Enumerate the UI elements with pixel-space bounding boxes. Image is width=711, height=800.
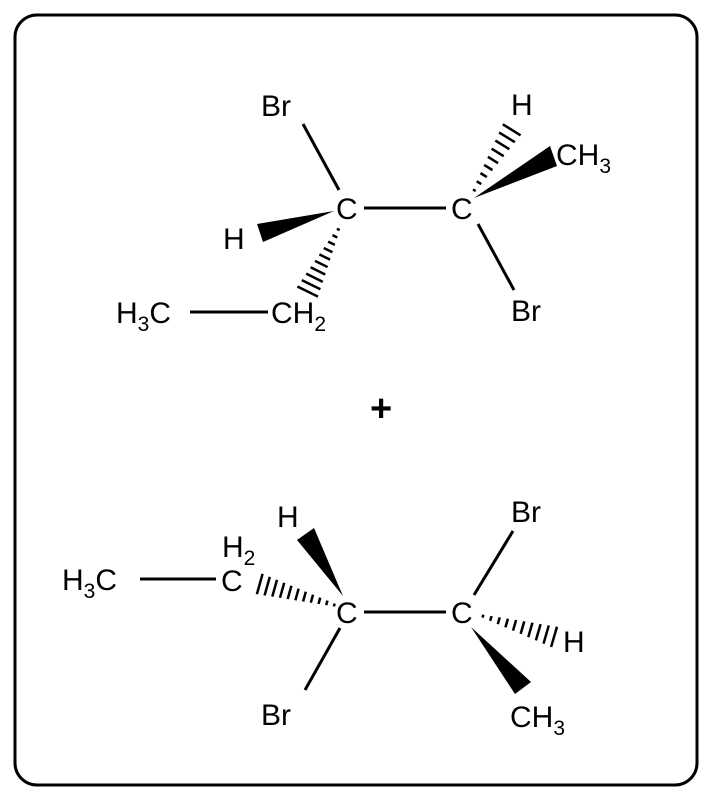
hash-line (301, 278, 321, 291)
hash-line (549, 626, 559, 648)
hash-line (542, 625, 551, 645)
wedge-c4-ch3 (471, 627, 531, 694)
hash-line (255, 573, 264, 595)
atom-c-ch2: C (221, 565, 243, 598)
group-h3c: H3C (62, 564, 117, 603)
hash-line (294, 588, 300, 601)
wedge-c2-ch3 (474, 146, 557, 198)
hash-line (476, 180, 482, 186)
hash-line (301, 591, 308, 602)
hash-line (472, 188, 477, 193)
hash-line (327, 240, 336, 247)
group-h3c: H3C (116, 297, 171, 336)
hash-line (331, 234, 338, 239)
group-ch3: CH3 (556, 139, 611, 178)
atom-br: Br (511, 496, 541, 529)
atom-br: Br (511, 295, 541, 328)
atom-c1: C (336, 193, 358, 226)
hash-line (324, 600, 329, 606)
atom-h: H (223, 223, 245, 256)
hash-line (534, 623, 542, 641)
frame-border (13, 13, 699, 787)
hash-line (488, 615, 493, 622)
hash-line (496, 617, 501, 625)
hash-line (332, 603, 336, 607)
group-ch2: CH2 (271, 297, 326, 336)
hash-line (317, 597, 322, 605)
hash-line (323, 246, 334, 254)
atom-br: Br (261, 699, 291, 732)
hash-line (263, 576, 271, 596)
hash-line (519, 621, 526, 635)
group-ch3: CH3 (510, 701, 565, 740)
bond-c3-br (303, 627, 342, 691)
hash-line (502, 123, 522, 137)
atom-h: H (563, 626, 585, 659)
hash-line (483, 163, 494, 172)
hash-line (481, 614, 485, 618)
atom-c4: C (451, 597, 473, 630)
hash-line (286, 585, 293, 600)
hash-c2-h (472, 123, 522, 193)
hash-line (296, 285, 319, 298)
hash-line (511, 619, 518, 631)
wedge-c1-h (257, 211, 334, 242)
atom-h: H (277, 501, 299, 534)
hash-line (527, 622, 534, 638)
hash-line (479, 172, 488, 179)
atom-h: H (511, 89, 533, 122)
hash-line (305, 272, 324, 283)
hash-line (310, 266, 326, 276)
hash-line (278, 582, 286, 599)
hash-line (271, 579, 279, 597)
atom-c3: C (336, 597, 358, 630)
hash-line (309, 594, 315, 604)
plus-sign: + (370, 388, 392, 430)
hash-ch2-c3 (255, 573, 336, 607)
hash-line (490, 147, 505, 158)
bond-c4-br (472, 530, 515, 596)
hash-line (314, 259, 329, 269)
hash-line (318, 253, 331, 261)
hash-line (336, 227, 341, 232)
hash-line (494, 139, 510, 151)
hash-c1-ch2 (296, 227, 341, 298)
top-molecule: Br C C H CH3 Br H H3C CH2 (116, 89, 611, 336)
bottom-molecule: H3C C H2 H C C Br Br H CH3 (62, 496, 585, 740)
hash-line (498, 131, 516, 144)
label-h2: H2 (222, 531, 255, 570)
bond-c2-br (476, 223, 516, 291)
hash-c4-h (481, 614, 559, 648)
wedge-c3-h (297, 528, 343, 596)
hash-line (504, 618, 510, 628)
bond-c1-br (301, 123, 341, 191)
hash-line (487, 155, 499, 165)
atom-br: Br (261, 90, 291, 123)
atom-c2: C (451, 193, 473, 226)
